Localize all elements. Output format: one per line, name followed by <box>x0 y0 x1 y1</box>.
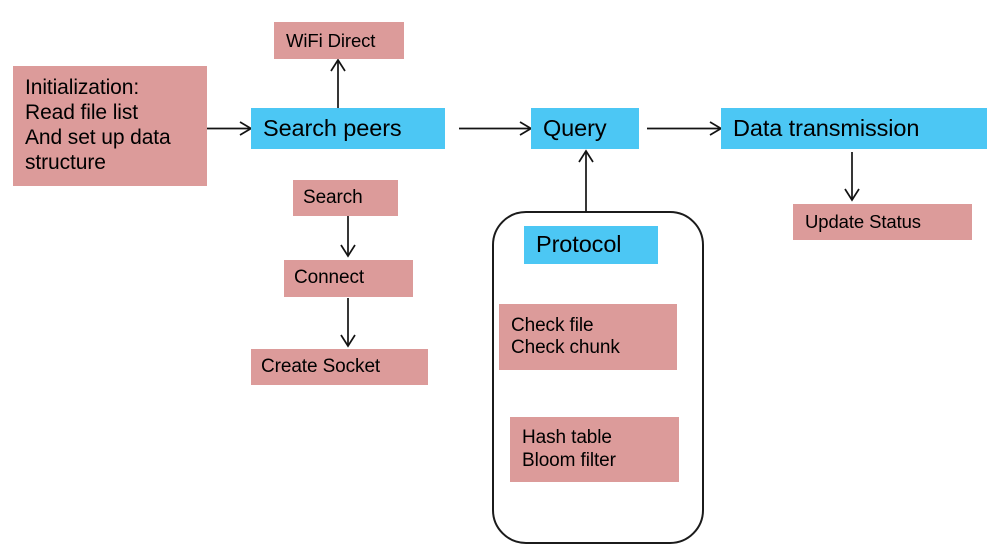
node-create-socket[interactable]: Create Socket <box>251 349 428 385</box>
node-connect[interactable]: Connect <box>284 260 413 297</box>
node-data-transmission[interactable]: Data transmission <box>721 108 987 149</box>
node-wifi-direct[interactable]: WiFi Direct <box>274 22 404 59</box>
node-hash-bloom[interactable]: Hash table Bloom filter <box>510 417 679 482</box>
protocol-group-container <box>492 211 704 544</box>
node-update-status[interactable]: Update Status <box>793 204 972 240</box>
arrow-search-to-connect <box>340 216 356 258</box>
arrow-data-transmission-to-update-status <box>844 152 860 202</box>
node-initialization[interactable]: Initialization: Read file list And set u… <box>13 66 207 186</box>
node-protocol[interactable]: Protocol <box>524 226 658 264</box>
arrow-search-peers-to-query <box>459 121 533 136</box>
arrow-initialization-to-search-peers <box>207 121 253 136</box>
arrow-connect-to-create-socket <box>340 298 356 348</box>
arrow-search-peers-to-wifi-direct <box>330 58 346 108</box>
arrow-query-to-data-transmission <box>647 121 723 136</box>
arrow-protocol-to-query <box>578 149 594 212</box>
node-search-peers[interactable]: Search peers <box>251 108 445 149</box>
node-check-file-chunk[interactable]: Check file Check chunk <box>499 304 677 370</box>
node-query[interactable]: Query <box>531 108 639 149</box>
node-search[interactable]: Search <box>293 180 398 216</box>
